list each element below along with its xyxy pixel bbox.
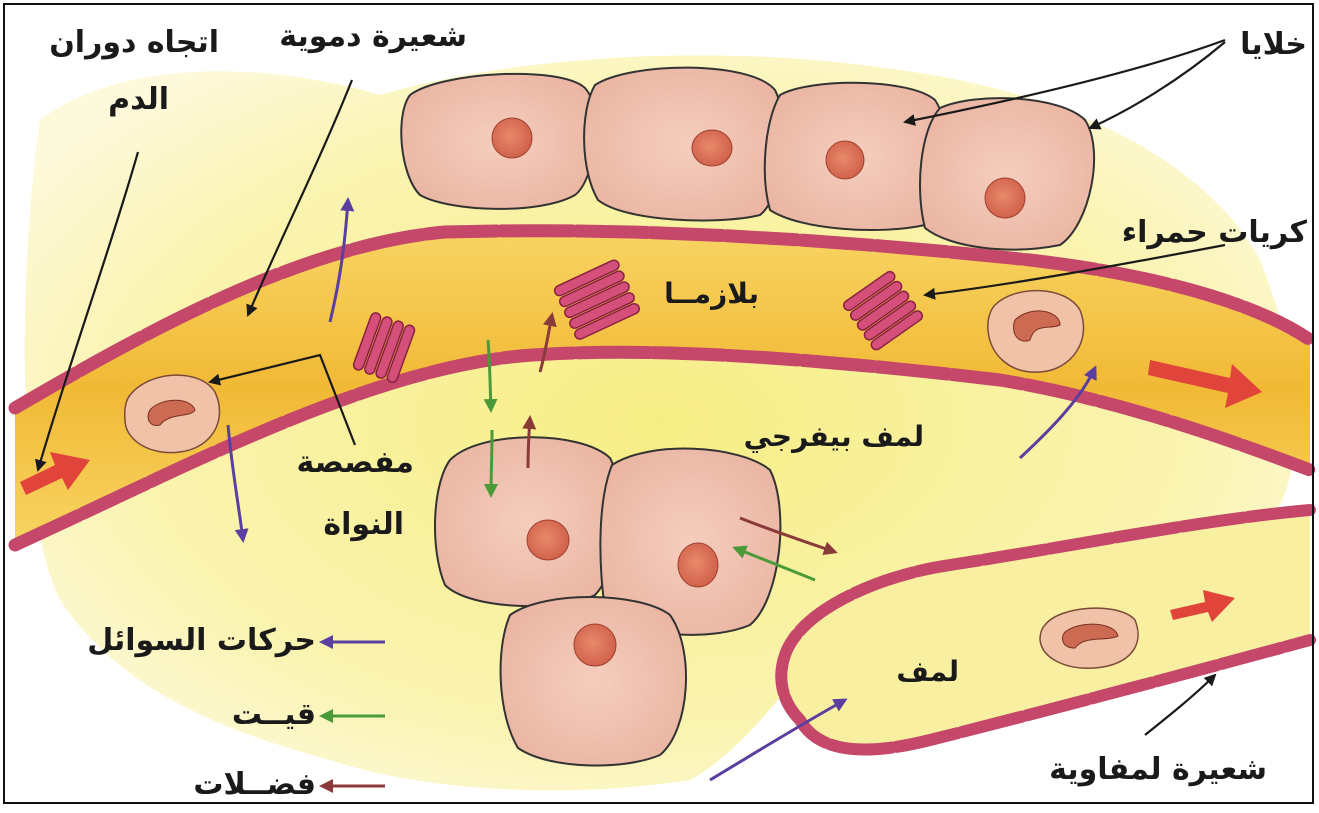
legend-wastes: فضــلات bbox=[193, 770, 316, 800]
cell-nucleus bbox=[574, 624, 616, 666]
label-blood-direction-2: الدم bbox=[108, 85, 169, 115]
label-blood-capillary: شعيرة دموية bbox=[279, 22, 467, 52]
cell-nucleus bbox=[492, 118, 532, 158]
leader-line bbox=[1090, 42, 1225, 128]
label-plasma: بلازمــا bbox=[664, 280, 759, 308]
label-blood-direction: اتجاه دوران bbox=[49, 28, 219, 58]
cell-nucleus bbox=[826, 141, 864, 179]
nutrient-arrow bbox=[491, 430, 492, 495]
label-interstitial-lymph: لمف بيفرجي bbox=[744, 423, 924, 451]
label-red-blood-cells: كريات حمراء bbox=[1122, 218, 1307, 248]
tissue-cell bbox=[584, 68, 783, 221]
white-blood-cell bbox=[988, 291, 1084, 373]
tissue-cell bbox=[501, 597, 686, 766]
cell-nucleus bbox=[678, 543, 718, 587]
label-cells: خلايا bbox=[1240, 30, 1307, 60]
label-lymph-capillary: شعيرة لمفاوية bbox=[1049, 755, 1267, 785]
legend-fluid-movements: حركات السوائل bbox=[87, 626, 316, 656]
tissue-cell bbox=[920, 98, 1094, 249]
legend-nutrients: قيــت bbox=[232, 700, 316, 730]
cell-nucleus bbox=[527, 520, 569, 560]
label-nucleus-cell-line1: مفصصة bbox=[297, 448, 414, 478]
cell-nucleus bbox=[985, 178, 1025, 218]
label-nucleus-cell-line2: النواة bbox=[323, 510, 404, 540]
cell-nucleus bbox=[692, 130, 732, 166]
label-lymph: لمف bbox=[896, 658, 959, 686]
